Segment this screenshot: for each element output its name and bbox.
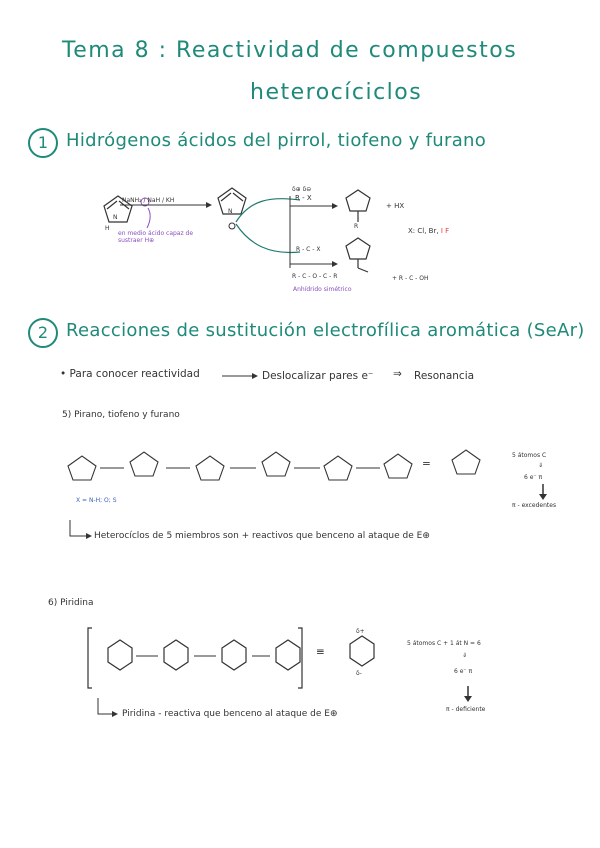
page-title-line2: heterocíciclos bbox=[250, 80, 423, 105]
delta-plus-top: δ+ bbox=[356, 628, 365, 635]
acid-note: en medio ácido capaz de sustraer H⊕ bbox=[118, 230, 194, 244]
x-list: X: Cl, Br, I F bbox=[408, 227, 450, 235]
section-1-heading: Hidrógenos ácidos del pirrol, tiofeno y … bbox=[66, 130, 487, 151]
sub-heading-5: 5) Pirano, tiofeno y furano bbox=[62, 410, 180, 420]
anhydride-top: R - C - X bbox=[296, 246, 321, 253]
down-implies-pyr: ⇓ bbox=[462, 652, 468, 659]
acid-product: + R - C - OH bbox=[392, 275, 429, 282]
six-e-pi: 6 e⁻ π bbox=[524, 474, 543, 481]
equiv-pyridine: ≡ bbox=[316, 646, 325, 658]
five-atoms-c: 5 átomos C bbox=[512, 452, 547, 459]
rx-top-labels: δ⊕ δ⊖ bbox=[292, 186, 312, 193]
anion-n: N bbox=[228, 208, 233, 215]
pi-deficiente: π - deficiente bbox=[446, 706, 486, 713]
reagents-label: NaNH₂ / NaH / KH bbox=[122, 197, 175, 204]
anhydride: R - C - O - C - R bbox=[292, 273, 338, 280]
implies-symbol: ⇒ bbox=[393, 368, 402, 380]
down-implies: ⇓ bbox=[538, 462, 544, 469]
conclusion-five: Heterocíclos de 5 miembros son + reactiv… bbox=[94, 531, 430, 541]
bullet-reactivity: • Para conocer reactividad bbox=[60, 368, 200, 380]
pyridine-six-e: 6 e⁻ π bbox=[454, 668, 473, 675]
pyridine-atoms: 5 átomos C + 1 át N = 6 bbox=[407, 640, 481, 647]
section-2-heading: Reacciones de sustitución electrofílica … bbox=[66, 320, 585, 341]
delocalize-text: Deslocalizar pares e⁻ bbox=[262, 370, 374, 382]
pyrrole-h: H bbox=[105, 225, 110, 232]
section-2-number: 2 bbox=[28, 318, 58, 348]
pi-excedentes: π - excedentes bbox=[512, 502, 557, 509]
anhydride-label: Anhídrido simétrico bbox=[293, 286, 352, 293]
page-title: Tema 8 : Reactividad de compuestos bbox=[62, 38, 518, 63]
sub-heading-6: 6) Piridina bbox=[48, 598, 94, 608]
resonance-text: Resonancia bbox=[414, 370, 475, 382]
pyrrole-n: N bbox=[113, 214, 118, 221]
delta-minus-bottom: δ- bbox=[356, 670, 362, 677]
rx-top: R - X bbox=[295, 194, 312, 202]
x-note: X = N-H; O; S bbox=[76, 497, 117, 504]
section-1-number: 1 bbox=[28, 128, 58, 158]
equiv-five: = bbox=[422, 458, 431, 470]
product-r: R bbox=[354, 223, 359, 230]
conclusion-pyridine: Piridina - reactiva que benceno al ataqu… bbox=[122, 709, 338, 719]
plus-hx: + HX bbox=[386, 202, 405, 210]
